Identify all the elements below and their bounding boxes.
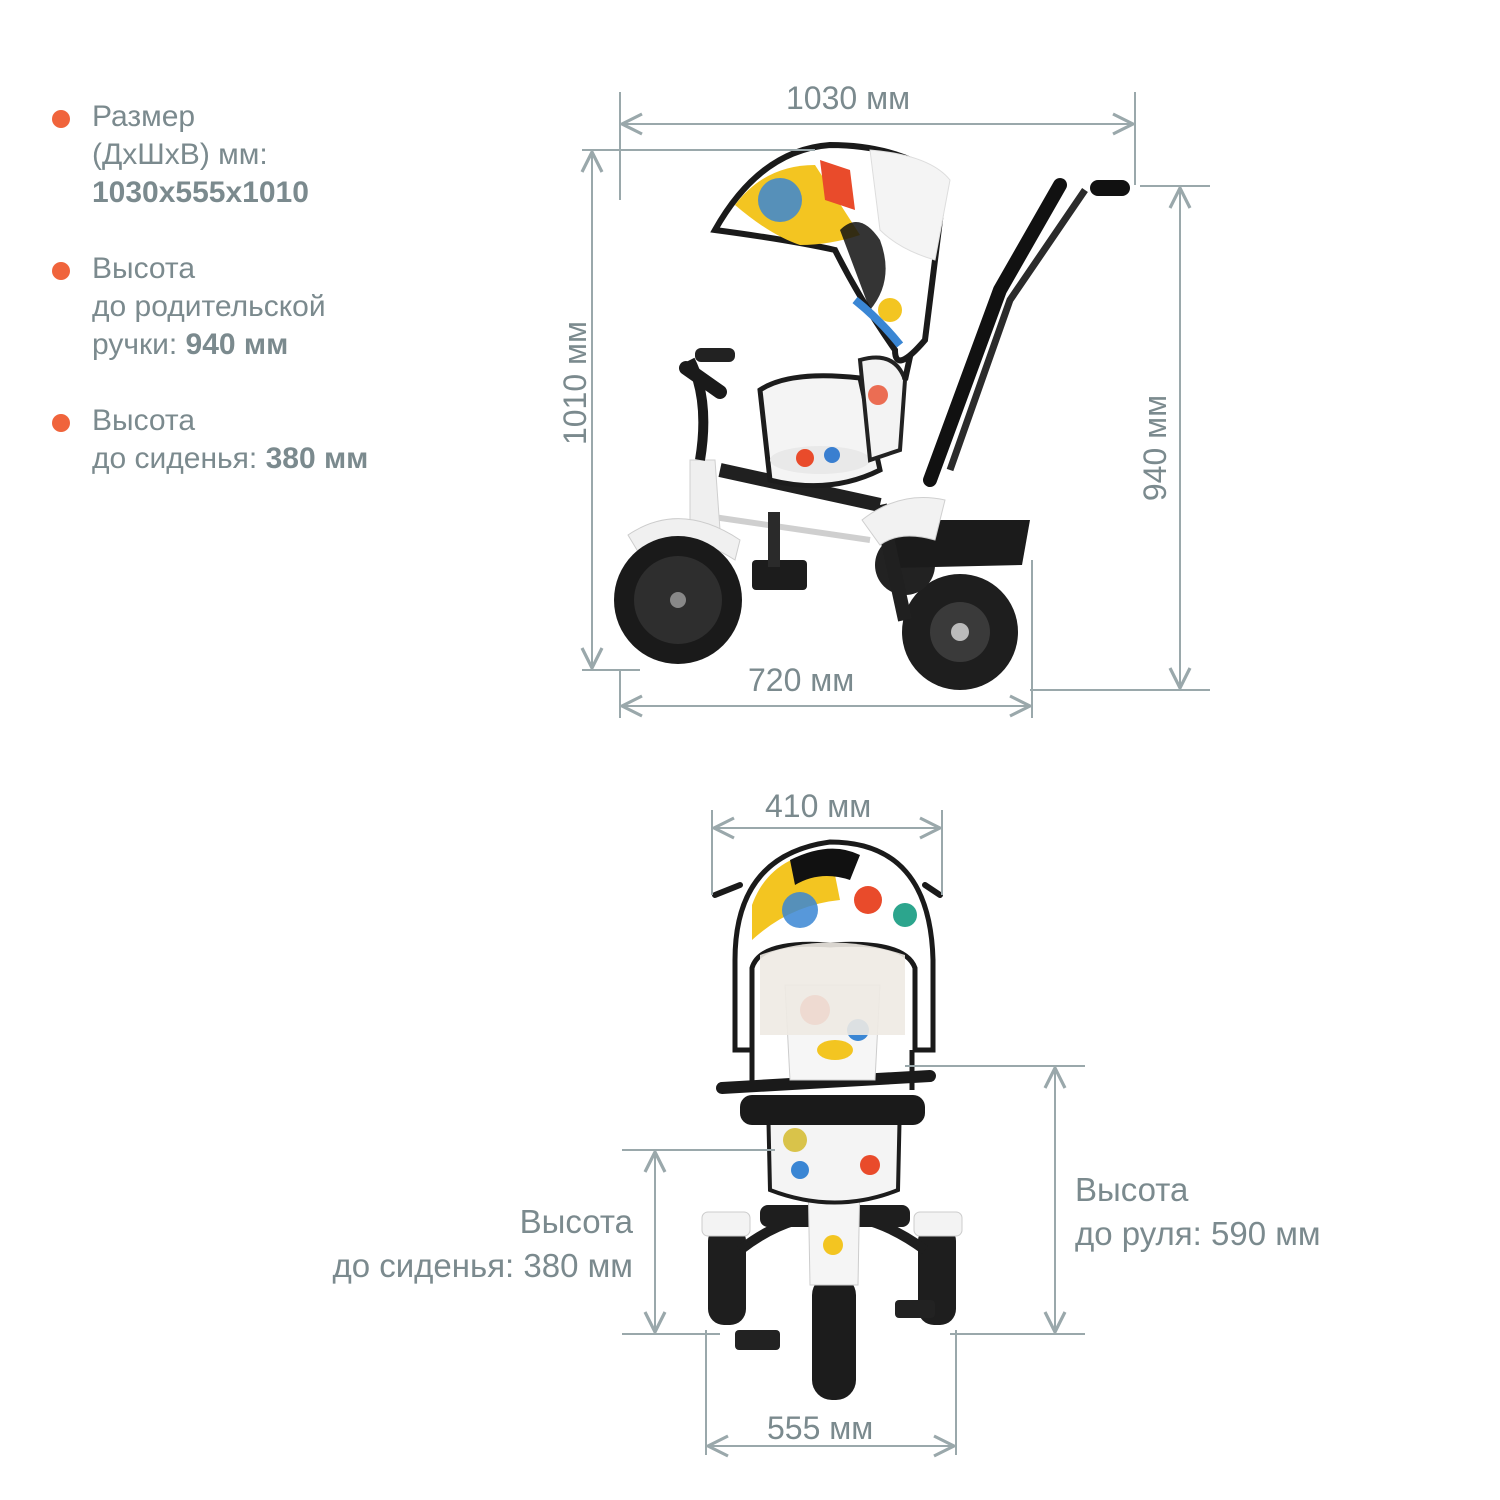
height-label: 1010 мм [557,320,593,446]
side-view-dimensions [582,92,1210,718]
spec-seat-label-2: до сиденья: [92,442,266,475]
wheelbase-label: 720 мм [748,662,855,698]
handlebar-height-caption-line1: Высота [1075,1171,1189,1208]
width-label: 555 мм [767,1410,874,1446]
side-view-tricycle-image [614,141,1130,690]
canopy-width-label: 410 мм [765,788,872,824]
seat-height-caption: Высота до сиденья: 380 мм [265,1200,633,1288]
front-view-dimensions [622,810,1085,1455]
spec-handle-label-3: ручки: [92,328,186,361]
spec-size: Размер (ДхШхВ) мм: 1030x555x1010 [52,98,472,212]
spec-seat-height: Высота до сиденья: 380 мм [52,402,472,478]
bullet-icon [52,414,70,432]
spec-list: Размер (ДхШхВ) мм: 1030x555x1010 Высота … [52,98,472,516]
spec-seat-value: 380 мм [265,442,369,475]
spec-size-value: 1030x555x1010 [92,176,309,209]
spec-handle-height: Высота до родительской ручки: 940 мм [52,250,472,364]
length-label: 1030 мм [786,80,911,116]
front-view-tricycle-image [701,839,963,1400]
handle-height-label: 940 мм [1137,394,1173,502]
bullet-icon [52,110,70,128]
handlebar-height-caption: Высота до руля: 590 мм [1075,1168,1321,1256]
handlebar-height-caption-line2: до руля: 590 мм [1075,1215,1321,1252]
spec-handle-value: 940 мм [185,328,289,361]
spec-seat-label-1: Высота [92,404,196,437]
seat-height-caption-line1: Высота [519,1203,633,1240]
seat-height-caption-line2: до сиденья: 380 мм [332,1247,633,1284]
bullet-icon [52,262,70,280]
spec-handle-label-2: до родительской [92,290,326,323]
spec-handle-label-1: Высота [92,252,196,285]
spec-size-label-1: Размер [92,100,196,133]
spec-size-label-2: (ДхШхВ) мм: [92,138,268,171]
